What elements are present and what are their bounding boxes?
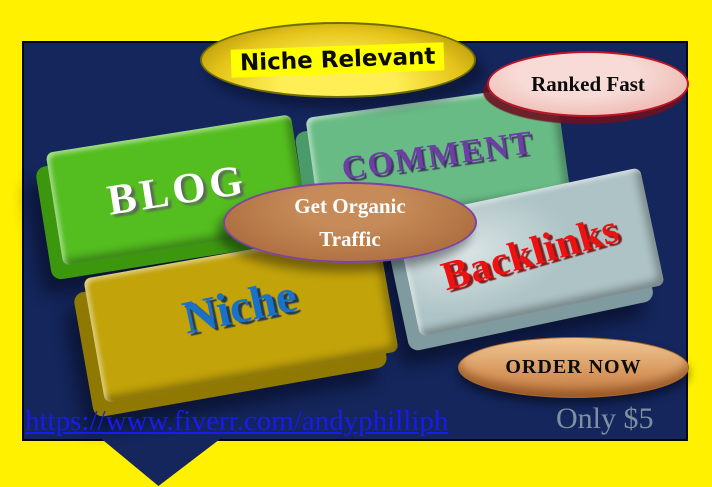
panel-arrow-tail: [98, 436, 224, 486]
fiverr-profile-link[interactable]: https://www.fiverr.com/andyphilliph: [25, 405, 449, 437]
tile-comment-label: COMMENT: [339, 124, 537, 187]
organic-traffic-line2: Traffic: [319, 226, 381, 251]
organic-traffic-line1: Get Organic: [294, 193, 406, 218]
ranked-fast-label: Ranked Fast: [531, 71, 645, 96]
tile-niche-label: Niche: [177, 269, 301, 345]
organic-traffic-badge: Get Organic Traffic: [223, 182, 477, 263]
order-now-button[interactable]: ORDER NOW: [458, 337, 689, 398]
price-text: Only $5: [556, 402, 654, 435]
title-badge-label: Niche Relevant: [230, 42, 446, 78]
title-badge-ellipse: Niche Relevant: [200, 22, 476, 98]
order-now-label: ORDER NOW: [505, 356, 642, 378]
ranked-fast-badge: Ranked Fast: [487, 51, 689, 117]
